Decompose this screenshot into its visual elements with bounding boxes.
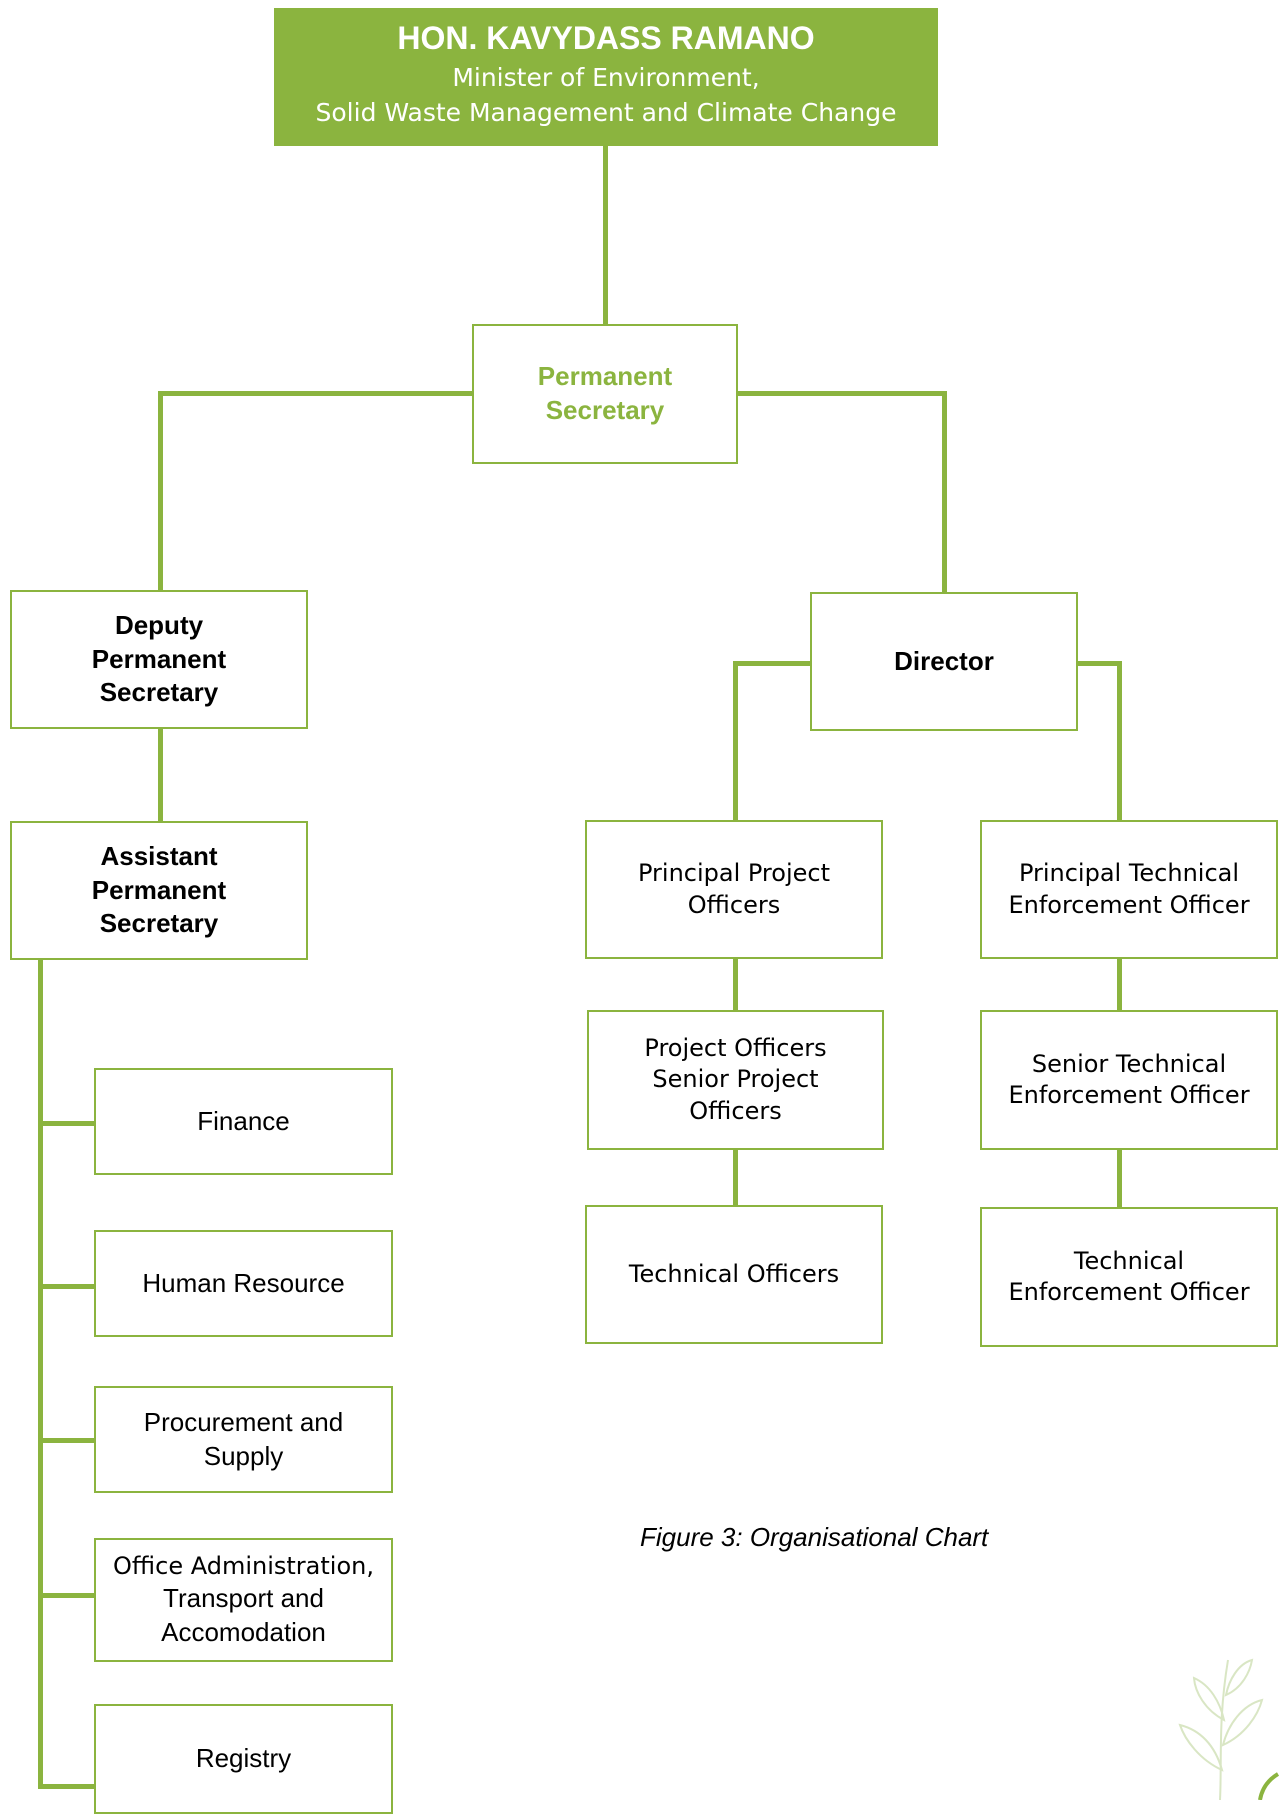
connector-unit-hr: [38, 1284, 94, 1289]
technical-enforcement-officer-box: Technical Enforcement Officer: [980, 1207, 1278, 1347]
deputy-line2: Permanent: [91, 643, 227, 674]
connector-ps-right-v: [942, 391, 947, 592]
senior-technical-enforcement-officer-box: Senior Technical Enforcement Officer: [980, 1010, 1278, 1150]
unit-label-line3: Accomodation: [161, 1616, 326, 1647]
director-box: Director: [810, 592, 1078, 731]
connector-director-right-h: [1073, 661, 1122, 666]
unit-label-line2: Transport and: [163, 1582, 324, 1613]
assistant-line2: Permanent: [91, 874, 227, 905]
deputy-permanent-secretary-box: Deputy Permanent Secretary: [10, 590, 308, 729]
box-line1: Principal Project: [637, 859, 830, 888]
unit-label: Human Resource: [142, 1267, 345, 1298]
connector-ps-left-v: [158, 391, 163, 591]
director-label: Director: [894, 645, 994, 676]
connector-minister-ps: [603, 146, 608, 325]
connector-deputy-assistant: [158, 727, 163, 822]
project-officers-box: Project Officers Senior Project Officers: [587, 1010, 884, 1150]
box-line2: Enforcement Officer: [1008, 890, 1250, 919]
unit-label-line1: Procurement and: [143, 1406, 344, 1437]
connector-assistant-spine: [38, 957, 43, 1789]
box-line2: Officers: [687, 890, 781, 919]
connector-project-1-2: [733, 956, 738, 1013]
box-line1: Project Officers: [644, 1034, 827, 1063]
connector-enforcement-1-2: [1117, 956, 1122, 1013]
assistant-line1: Assistant: [100, 840, 218, 871]
connector-unit-procurement: [38, 1438, 94, 1443]
connector-ps-right-h: [737, 391, 946, 396]
unit-label: Finance: [197, 1105, 290, 1136]
figure-caption: Figure 3: Organisational Chart: [640, 1522, 989, 1552]
box-line2: Enforcement Officer: [1008, 1278, 1250, 1306]
connector-project-2-3: [733, 1148, 738, 1206]
connector-director-left-v: [733, 661, 738, 822]
minister-box: HON. KAVYDASS RAMANO Minister of Environ…: [274, 8, 938, 146]
minister-title-line2: Solid Waste Management and Climate Chang…: [315, 97, 897, 127]
deputy-line3: Secretary: [99, 677, 219, 708]
unit-registry-box: Registry: [94, 1704, 393, 1814]
box-line3: Officers: [689, 1096, 782, 1125]
assistant-line3: Secretary: [99, 908, 219, 939]
box-line2: Senior Project: [652, 1065, 819, 1094]
connector-unit-admin: [38, 1593, 94, 1598]
box-line1: Technical Officers: [628, 1259, 840, 1288]
assistant-permanent-secretary-box: Assistant Permanent Secretary: [10, 821, 308, 960]
connector-director-left-h: [733, 661, 810, 666]
unit-label: Registry: [195, 1743, 292, 1774]
principal-project-officers-box: Principal Project Officers: [585, 820, 883, 959]
connector-ps-left-h: [158, 391, 473, 396]
principal-technical-enforcement-officer-box: Principal Technical Enforcement Officer: [980, 820, 1278, 959]
leaf-icon: [1178, 1658, 1280, 1800]
ps-line1: Permanent: [537, 361, 673, 392]
technical-officers-box: Technical Officers: [585, 1205, 883, 1344]
box-line1: Senior Technical: [1031, 1049, 1227, 1078]
box-line1: Technical: [1073, 1246, 1185, 1275]
connector-director-right-v: [1117, 661, 1122, 822]
unit-procurement-box: Procurement and Supply: [94, 1386, 393, 1493]
unit-label-line1: Office Administration,: [113, 1551, 374, 1580]
connector-unit-finance: [38, 1121, 94, 1126]
permanent-secretary-box: Permanent Secretary: [472, 324, 738, 464]
connector-enforcement-2-3: [1117, 1148, 1122, 1209]
unit-label-line2: Supply: [203, 1440, 284, 1471]
box-line2: Enforcement Officer: [1008, 1081, 1250, 1109]
unit-finance-box: Finance: [94, 1068, 393, 1175]
box-line1: Principal Technical: [1018, 859, 1240, 888]
minister-title-line1: Minister of Environment,: [452, 62, 760, 92]
connector-unit-registry: [38, 1784, 94, 1789]
minister-name: HON. KAVYDASS RAMANO: [397, 20, 815, 56]
unit-office-admin-box: Office Administration, Transport and Acc…: [94, 1538, 393, 1662]
ps-line2: Secretary: [545, 395, 665, 425]
unit-human-resource-box: Human Resource: [94, 1230, 393, 1337]
deputy-line1: Deputy: [114, 609, 204, 640]
